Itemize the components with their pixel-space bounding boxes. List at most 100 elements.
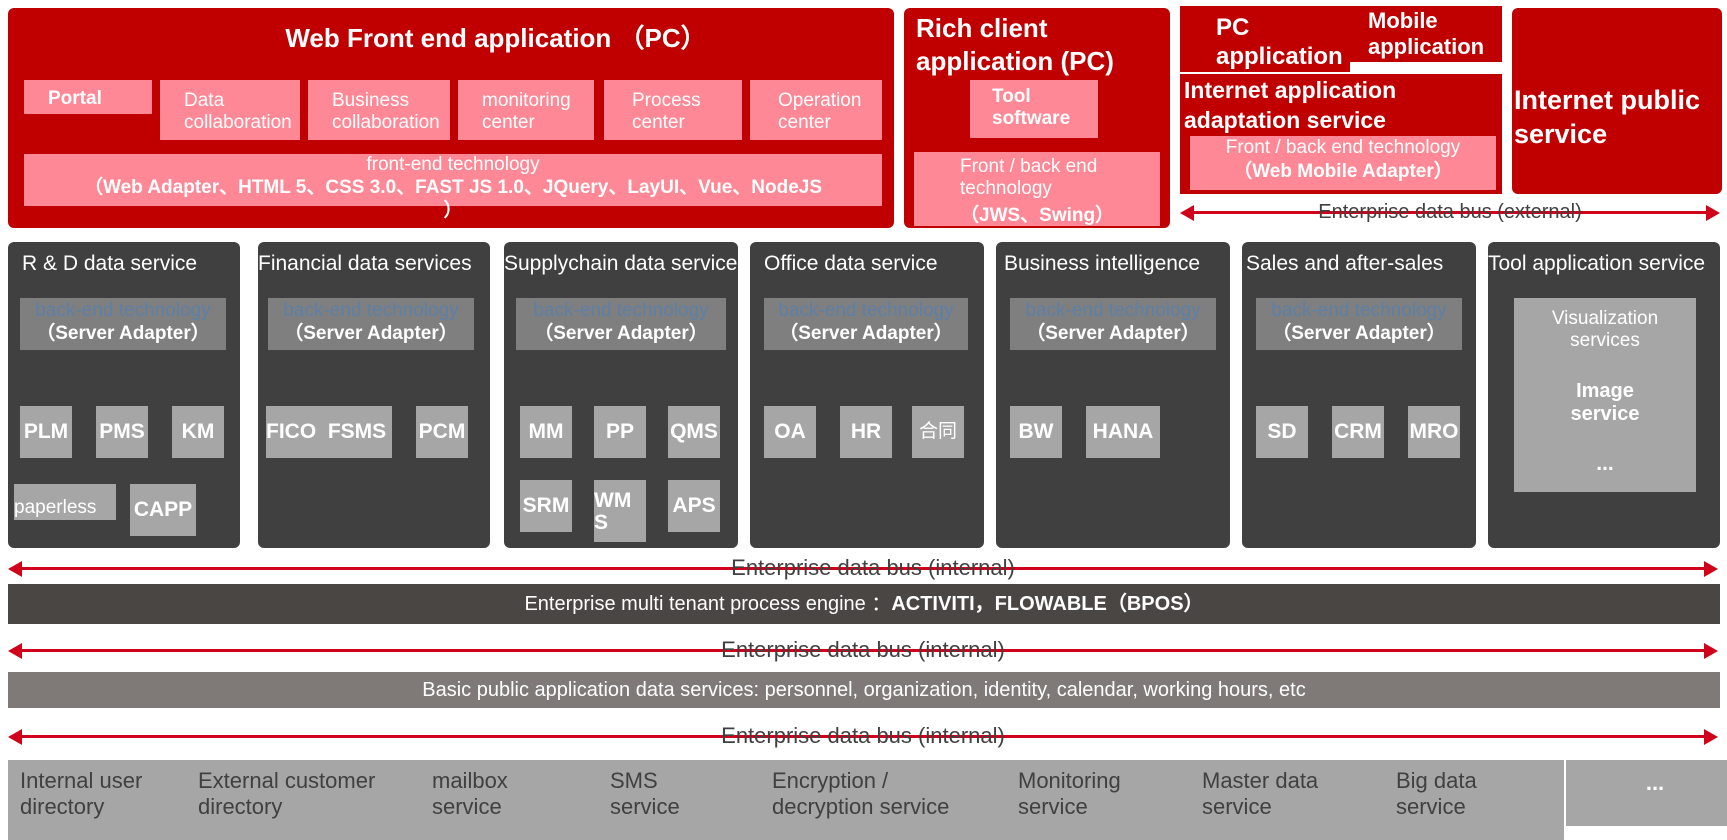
backend-tech-label: back-end technology xyxy=(1025,300,1201,321)
front-end-tech-list: （Web Adapter、HTML 5、CSS 3.0、FAST JS 1.0、… xyxy=(83,177,822,198)
backend-tech-label: back-end technology xyxy=(778,300,954,321)
basic-services-label: Basic public application data services: … xyxy=(422,679,1306,701)
service-panel-office: Office data service back-end technology … xyxy=(750,242,984,548)
bus-arrow-left-icon xyxy=(8,561,22,577)
backend-tech-label: back-end technology xyxy=(283,300,459,321)
basic-services-bar: Basic public application data services: … xyxy=(8,672,1720,708)
process-engine-bar: Enterprise multi tenant process engine ：… xyxy=(8,584,1720,624)
service-title: Tool application service xyxy=(1488,252,1706,275)
backend-tech-adapter: （Server Adapter） xyxy=(284,322,458,344)
backend-tech-box: back-end technology （Server Adapter） xyxy=(1256,298,1462,350)
service-title: Supplychain data service xyxy=(504,252,738,275)
rich-client-tech-list: （JWS、Swing） xyxy=(960,204,1115,226)
service-title: Financial data services xyxy=(258,252,472,275)
bus-arrow-right-icon xyxy=(1704,729,1718,745)
chip-plm: PLM xyxy=(20,406,72,458)
chip-capp: CAPP xyxy=(130,484,196,536)
bus-arrow-left-icon xyxy=(1180,205,1194,221)
mobile-application-box: Mobile application xyxy=(1350,6,1502,62)
internet-adaptation-tech-label: Front / back end technology xyxy=(1225,137,1461,158)
module-monitoring-center: monitoring center xyxy=(458,80,594,140)
bottom-big-data-service: Big data service xyxy=(1372,760,1564,840)
front-end-tech-close: ） xyxy=(443,200,463,221)
internet-adaptation-panel: Internet application adaptation service … xyxy=(1180,74,1502,194)
chip-paperless: paperless xyxy=(14,484,116,520)
bus-arrow-right-icon xyxy=(1704,643,1718,659)
chip-srm: SRM xyxy=(520,480,572,532)
web-front-panel: Web Front end application （PC） Portal Da… xyxy=(8,8,894,228)
chip-mm: MM xyxy=(520,406,572,458)
bus-arrow-right-icon xyxy=(1704,561,1718,577)
module-operation-center: Operation center xyxy=(750,80,882,140)
backend-tech-box: back-end technology （Server Adapter） xyxy=(268,298,474,350)
chip-fico: FICO xyxy=(266,406,322,458)
chip-qms: QMS xyxy=(668,406,720,458)
backend-tech-adapter: （Server Adapter） xyxy=(36,322,210,344)
item-image-service: Image service xyxy=(1514,370,1696,442)
module-business-collaboration: Business collaboration xyxy=(308,80,450,140)
service-panel-tool-application: Tool application service Visualization s… xyxy=(1488,242,1720,548)
internet-adaptation-title: Internet application adaptation service xyxy=(1184,77,1397,133)
bus-line xyxy=(1190,211,1710,214)
bottom-monitoring-service: Monitoring service xyxy=(982,760,1186,840)
bottom-mailbox-service: mailbox service xyxy=(398,760,588,840)
rich-client-panel: Rich client application (PC) Tool softwa… xyxy=(904,8,1170,228)
chip-pcm: PCM xyxy=(416,406,468,458)
module-data-collaboration: Data collaboration xyxy=(160,80,300,140)
service-panel-sales: Sales and after-sales back-end technolog… xyxy=(1242,242,1476,548)
process-engine-label: Enterprise multi tenant process engine ： xyxy=(524,593,892,615)
service-title: Sales and after-sales xyxy=(1246,252,1444,275)
chip-oa: OA xyxy=(764,406,816,458)
rich-client-tech-label: Front / back end technology xyxy=(960,156,1098,199)
chip-bw: BW xyxy=(1010,406,1062,458)
front-end-technology-box: front-end technology （Web Adapter、HTML 5… xyxy=(24,154,882,221)
enterprise-data-bus-internal-2: Enterprise data bus (internal) xyxy=(8,636,1718,664)
service-panel-business-intelligence: Business intelligence back-end technolog… xyxy=(996,242,1230,548)
chip-wms: WM S xyxy=(594,480,646,542)
service-panel-rd: R & D data service back-end technology （… xyxy=(8,242,240,548)
bottom-sms-service: SMS service xyxy=(574,760,776,840)
backend-tech-box: back-end technology （Server Adapter） xyxy=(764,298,968,350)
item-visualization-services: Visualization services xyxy=(1514,298,1696,370)
front-end-tech-label: front-end technology xyxy=(366,154,540,175)
service-title: R & D data service xyxy=(22,252,198,275)
rich-client-title: Rich client application (PC) xyxy=(916,13,1114,76)
module-process-center: Process center xyxy=(604,80,742,140)
bus-line xyxy=(18,735,1708,738)
chip-contract: 合同 xyxy=(912,406,964,458)
chip-mro: MRO xyxy=(1408,406,1460,458)
bottom-more: ... xyxy=(1566,760,1727,826)
bus-line xyxy=(18,567,1708,570)
internet-public-service-box: Internet public service xyxy=(1512,8,1722,194)
service-panel-supplychain: Supplychain data service back-end techno… xyxy=(504,242,738,548)
bus-internal-label: Enterprise data bus (internal) xyxy=(721,637,1005,662)
enterprise-data-bus-external: Enterprise data bus (external) xyxy=(1180,198,1720,226)
internet-adaptation-tech-list: （Web Mobile Adapter） xyxy=(1233,161,1453,182)
service-title: Office data service xyxy=(764,252,938,275)
backend-tech-box: back-end technology （Server Adapter） xyxy=(1010,298,1216,350)
bus-arrow-left-icon xyxy=(8,729,22,745)
module-portal: Portal xyxy=(24,80,152,114)
backend-tech-label: back-end technology xyxy=(1271,300,1447,321)
backend-tech-box: back-end technology （Server Adapter） xyxy=(20,298,226,350)
pc-application-box: PC application xyxy=(1180,6,1350,72)
backend-tech-adapter: （Server Adapter） xyxy=(534,322,708,344)
backend-tech-label: back-end technology xyxy=(533,300,709,321)
enterprise-data-bus-internal-1: Enterprise data bus (internal) xyxy=(8,554,1718,582)
bottom-encryption-service: Encryption / decryption service xyxy=(752,760,992,840)
bottom-master-data-service: Master data service xyxy=(1174,760,1374,840)
rich-client-tech-box: Front / back end technology （JWS、Swing） xyxy=(914,152,1160,226)
chip-sd: SD xyxy=(1256,406,1308,458)
internet-adaptation-tech-box: Front / back end technology （Web Mobile … xyxy=(1190,136,1496,190)
bus-line xyxy=(18,649,1708,652)
web-front-title: Web Front end application （PC） xyxy=(285,23,707,53)
bus-internal-label: Enterprise data bus (internal) xyxy=(731,555,1015,580)
service-title: Business intelligence xyxy=(1004,252,1201,275)
chip-km: KM xyxy=(172,406,224,458)
backend-tech-label: back-end technology xyxy=(35,300,211,321)
bottom-external-customer-directory: External customer directory xyxy=(186,760,404,840)
chip-pp: PP xyxy=(594,406,646,458)
service-panel-financial: Financial data services back-end technol… xyxy=(258,242,490,548)
bus-arrow-right-icon xyxy=(1706,205,1720,221)
enterprise-data-bus-internal-3: Enterprise data bus (internal) xyxy=(8,722,1718,750)
